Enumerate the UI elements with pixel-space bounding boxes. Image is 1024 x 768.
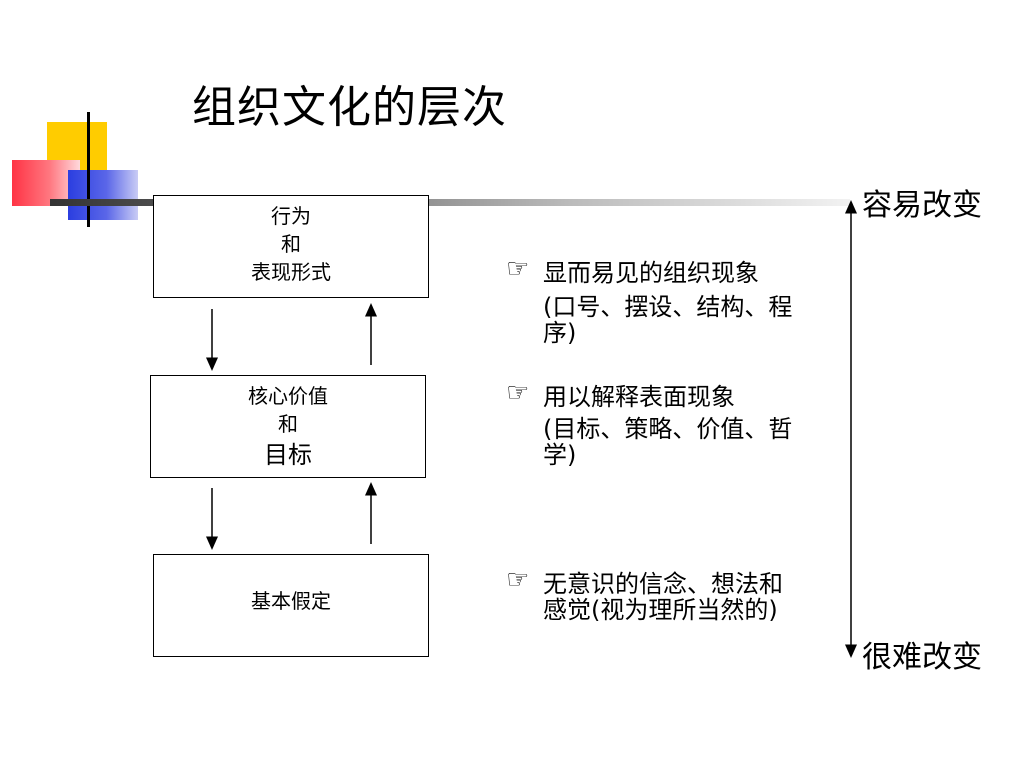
hand-pointing-icon: ☞ [506, 254, 530, 284]
decor-blue-square [68, 170, 138, 220]
note-3-line-2: 感觉(视为理所当然的) [543, 596, 778, 624]
note-1-line-1: 显而易见的组织现象 [543, 259, 759, 287]
hand-pointing-icon: ☞ [506, 378, 530, 408]
decor-vertical-line [87, 112, 90, 227]
decor-horizontal-rule [50, 199, 850, 206]
scale-top-label: 容易改变 [862, 188, 982, 223]
slide-title: 组织文化的层次 [192, 82, 507, 133]
level-box-line: 基本假定 [251, 589, 331, 613]
level-box-line: 核心价值 [248, 384, 328, 408]
level-box-line: 和 [281, 232, 301, 256]
level-box-assumptions: 基本假定 [153, 554, 429, 657]
scale-bottom-label: 很难改变 [862, 640, 982, 675]
hand-pointing-icon: ☞ [506, 565, 530, 595]
note-2-line-1: 用以解释表面现象 [543, 383, 735, 411]
level-box-values: 核心价值 和 目标 [150, 375, 426, 478]
note-2-line-3: 学) [543, 441, 577, 469]
level-box-line: 和 [278, 412, 298, 436]
level-box-line: 目标 [264, 441, 312, 469]
level-box-behavior: 行为 和 表现形式 [153, 195, 429, 298]
note-1-line-2: (口号、摆设、结构、程 [543, 293, 793, 321]
level-box-line: 行为 [271, 204, 311, 228]
note-3-line-1: 无意识的信念、想法和 [543, 570, 783, 598]
note-2-line-2: (目标、策略、价值、哲 [543, 415, 793, 443]
note-1-line-3: 序) [543, 319, 577, 347]
level-box-line: 表现形式 [251, 260, 331, 284]
